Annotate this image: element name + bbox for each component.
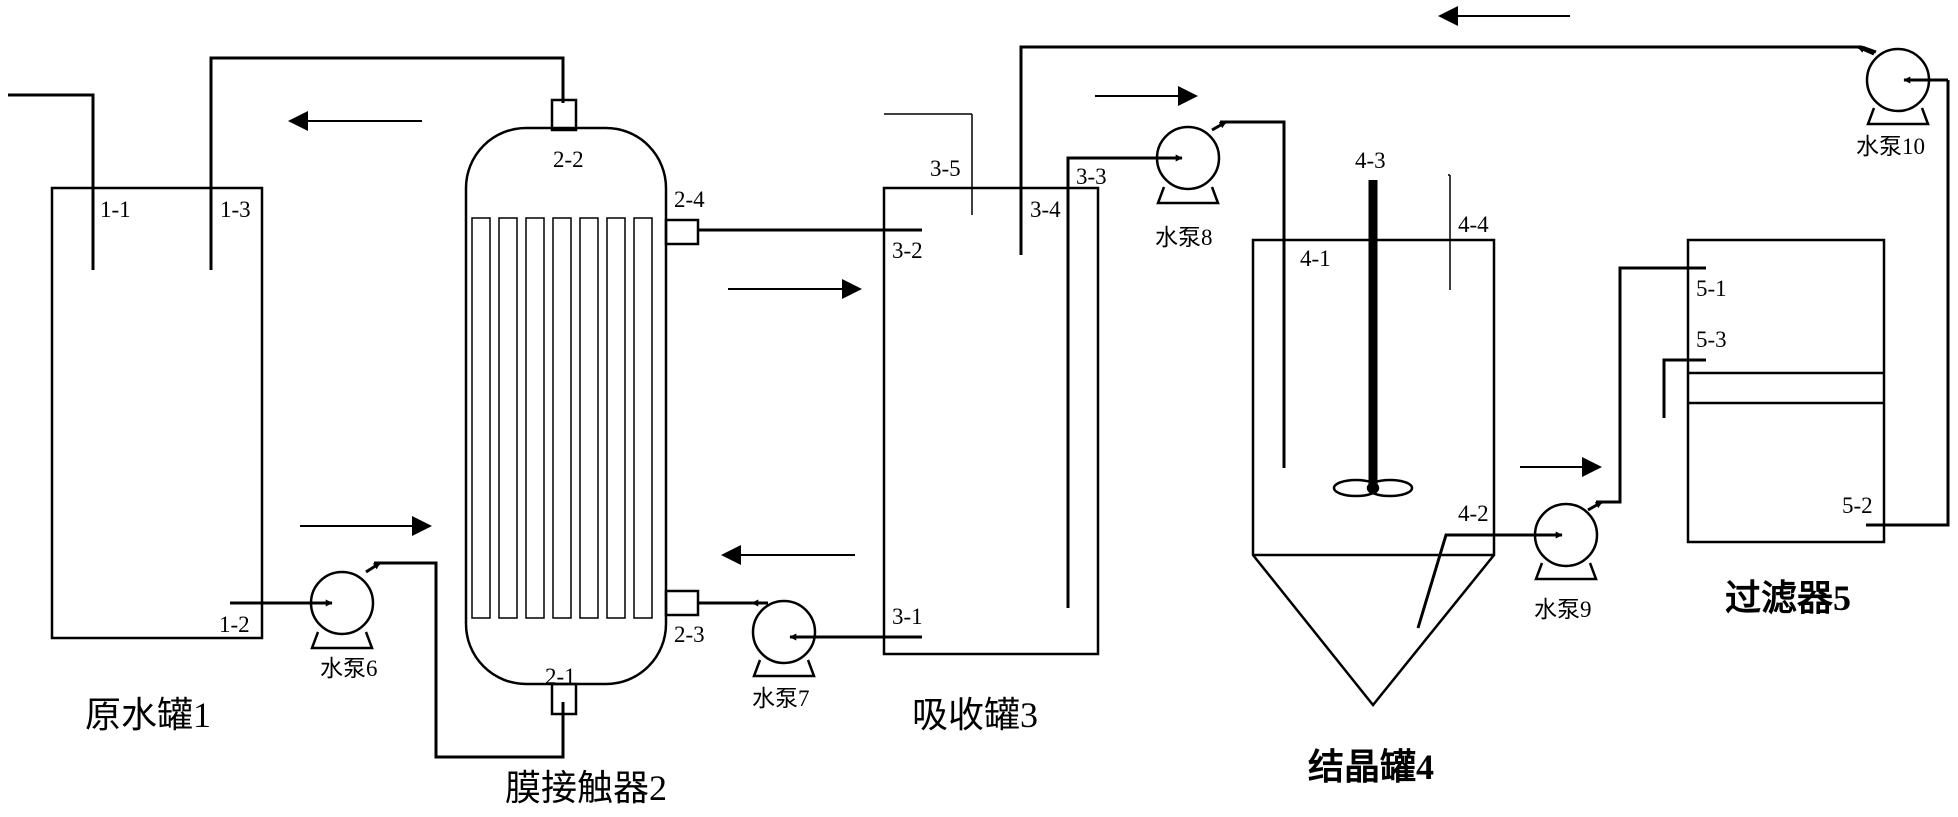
pump-7: 水泵7 xyxy=(751,599,922,711)
pipe-1-1 xyxy=(8,93,95,270)
crystallization-tank: 4-3 4-4 4-1 4-2 结晶罐4 xyxy=(1251,148,1528,787)
port-label-3-1: 3-1 xyxy=(892,604,923,629)
filter: 5-1 5-3 5-2 过滤器5 xyxy=(1662,80,1950,618)
raw-water-tank: 1-1 1-3 1-2 原水罐1 xyxy=(8,56,565,735)
port-label-5-2: 5-2 xyxy=(1842,493,1873,518)
pipe-3-4-return xyxy=(1019,45,1862,255)
port-label-2-2: 2-2 xyxy=(553,147,584,172)
port-label-1-2: 1-2 xyxy=(219,612,250,637)
pump-6: 水泵6 xyxy=(309,561,565,759)
port-label-4-3: 4-3 xyxy=(1355,148,1386,173)
pump-7-label: 水泵7 xyxy=(752,686,810,711)
pump9-outlet-arrow xyxy=(1587,500,1603,512)
pump8-outlet-arrow xyxy=(1211,120,1227,132)
port-label-2-3: 2-3 xyxy=(674,622,705,647)
nozzle-2-2 xyxy=(550,98,578,132)
pump10-outlet-arrow xyxy=(1857,45,1875,56)
pump-9-label: 水泵9 xyxy=(1534,597,1592,622)
raw-tank-label: 原水罐1 xyxy=(85,695,211,735)
pipe-5-3 xyxy=(1662,358,1706,418)
port-label-1-1: 1-1 xyxy=(100,197,131,222)
port-label-3-5: 3-5 xyxy=(930,156,961,181)
membrane-contactor: 2-2 2-4 2-3 2-1 膜接触器2 xyxy=(464,98,705,808)
port-label-2-1: 2-1 xyxy=(545,664,576,689)
pipe-1-3 xyxy=(209,56,565,270)
port-label-4-1: 4-1 xyxy=(1300,246,1331,271)
nozzle-2-3 xyxy=(664,589,700,617)
absorb-tank-label: 吸收罐3 xyxy=(912,695,1038,735)
pump-10: 水泵10 xyxy=(1856,45,1948,159)
pump-8-label: 水泵8 xyxy=(1155,225,1213,250)
port-label-4-2: 4-2 xyxy=(1458,501,1489,526)
pump-6-label: 水泵6 xyxy=(320,656,378,681)
absorption-tank: 3-5 3-4 3-3 3-2 3-1 吸收罐3 xyxy=(882,45,1862,735)
port-label-3-2: 3-2 xyxy=(892,238,923,263)
pump-9: 水泵9 xyxy=(1528,266,1706,622)
nozzle-2-4 xyxy=(664,218,700,246)
filter-label: 过滤器5 xyxy=(1725,578,1851,618)
agitator-impeller xyxy=(1332,478,1414,498)
port-label-1-3: 1-3 xyxy=(220,197,251,222)
pump6-outlet-arrow xyxy=(365,561,381,574)
membrane-label: 膜接触器2 xyxy=(505,768,667,808)
fiber-bundle xyxy=(471,217,653,619)
nozzle-2-1 xyxy=(550,682,578,716)
pipe-pump8-to-4-1 xyxy=(1220,120,1286,468)
port-label-2-4: 2-4 xyxy=(674,187,705,212)
port-label-5-1: 5-1 xyxy=(1696,276,1727,301)
cryst-tank-label: 结晶罐4 xyxy=(1308,747,1434,787)
pipe-5-2 xyxy=(1866,80,1950,527)
port-label-3-4: 3-4 xyxy=(1030,197,1061,222)
pipe-pump6-to-2-1 xyxy=(374,561,565,759)
port-label-4-4: 4-4 xyxy=(1458,212,1489,237)
port-label-3-3: 3-3 xyxy=(1076,164,1107,189)
port-label-5-3: 5-3 xyxy=(1696,327,1727,352)
pipe-4-2 xyxy=(1416,533,1528,629)
pipe-pump9-to-5-1 xyxy=(1596,266,1706,504)
pump-8: 水泵8 xyxy=(1155,120,1286,468)
flow-arrows xyxy=(288,5,1602,565)
pump-10-label: 水泵10 xyxy=(1856,134,1925,159)
pipe-3-3-to-pump8 xyxy=(1066,156,1170,608)
